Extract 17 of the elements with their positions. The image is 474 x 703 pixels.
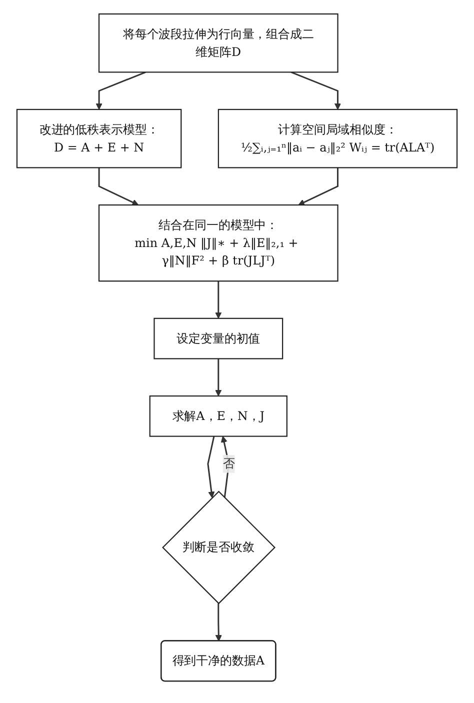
node-diamond: 判断是否收敛 xyxy=(162,490,276,604)
arrow xyxy=(96,71,146,110)
arrow xyxy=(207,436,215,498)
arrow xyxy=(215,358,222,396)
arrow xyxy=(290,71,342,110)
node-box: 求解A，E，N，J xyxy=(149,395,288,437)
node-box: 将每个波段拉伸为行向量，组合成二维矩阵D xyxy=(98,13,338,73)
arrow xyxy=(215,281,222,319)
node-box: 改进的低秩表示模型： D = A + E + N xyxy=(16,108,182,168)
arrow xyxy=(215,603,222,642)
arrow xyxy=(298,168,338,206)
arrow xyxy=(220,436,230,498)
node-box: 计算空间局域相似度： ½∑ᵢ,ⱼ₌₁ⁿ‖aᵢ − aⱼ‖₂² Wᵢⱼ = tr(ALAᵀ) xyxy=(218,108,458,168)
node-box: 结合在同一的模型中： min A,E,N ‖J‖∗ + λ‖E‖₂,₁ + γ‖N‖F² + β tr(JLJᵀ) xyxy=(98,204,338,282)
node-box: 设定变量的初值 xyxy=(154,318,284,360)
edge-label: 否 xyxy=(222,456,235,471)
arrow xyxy=(98,168,139,206)
